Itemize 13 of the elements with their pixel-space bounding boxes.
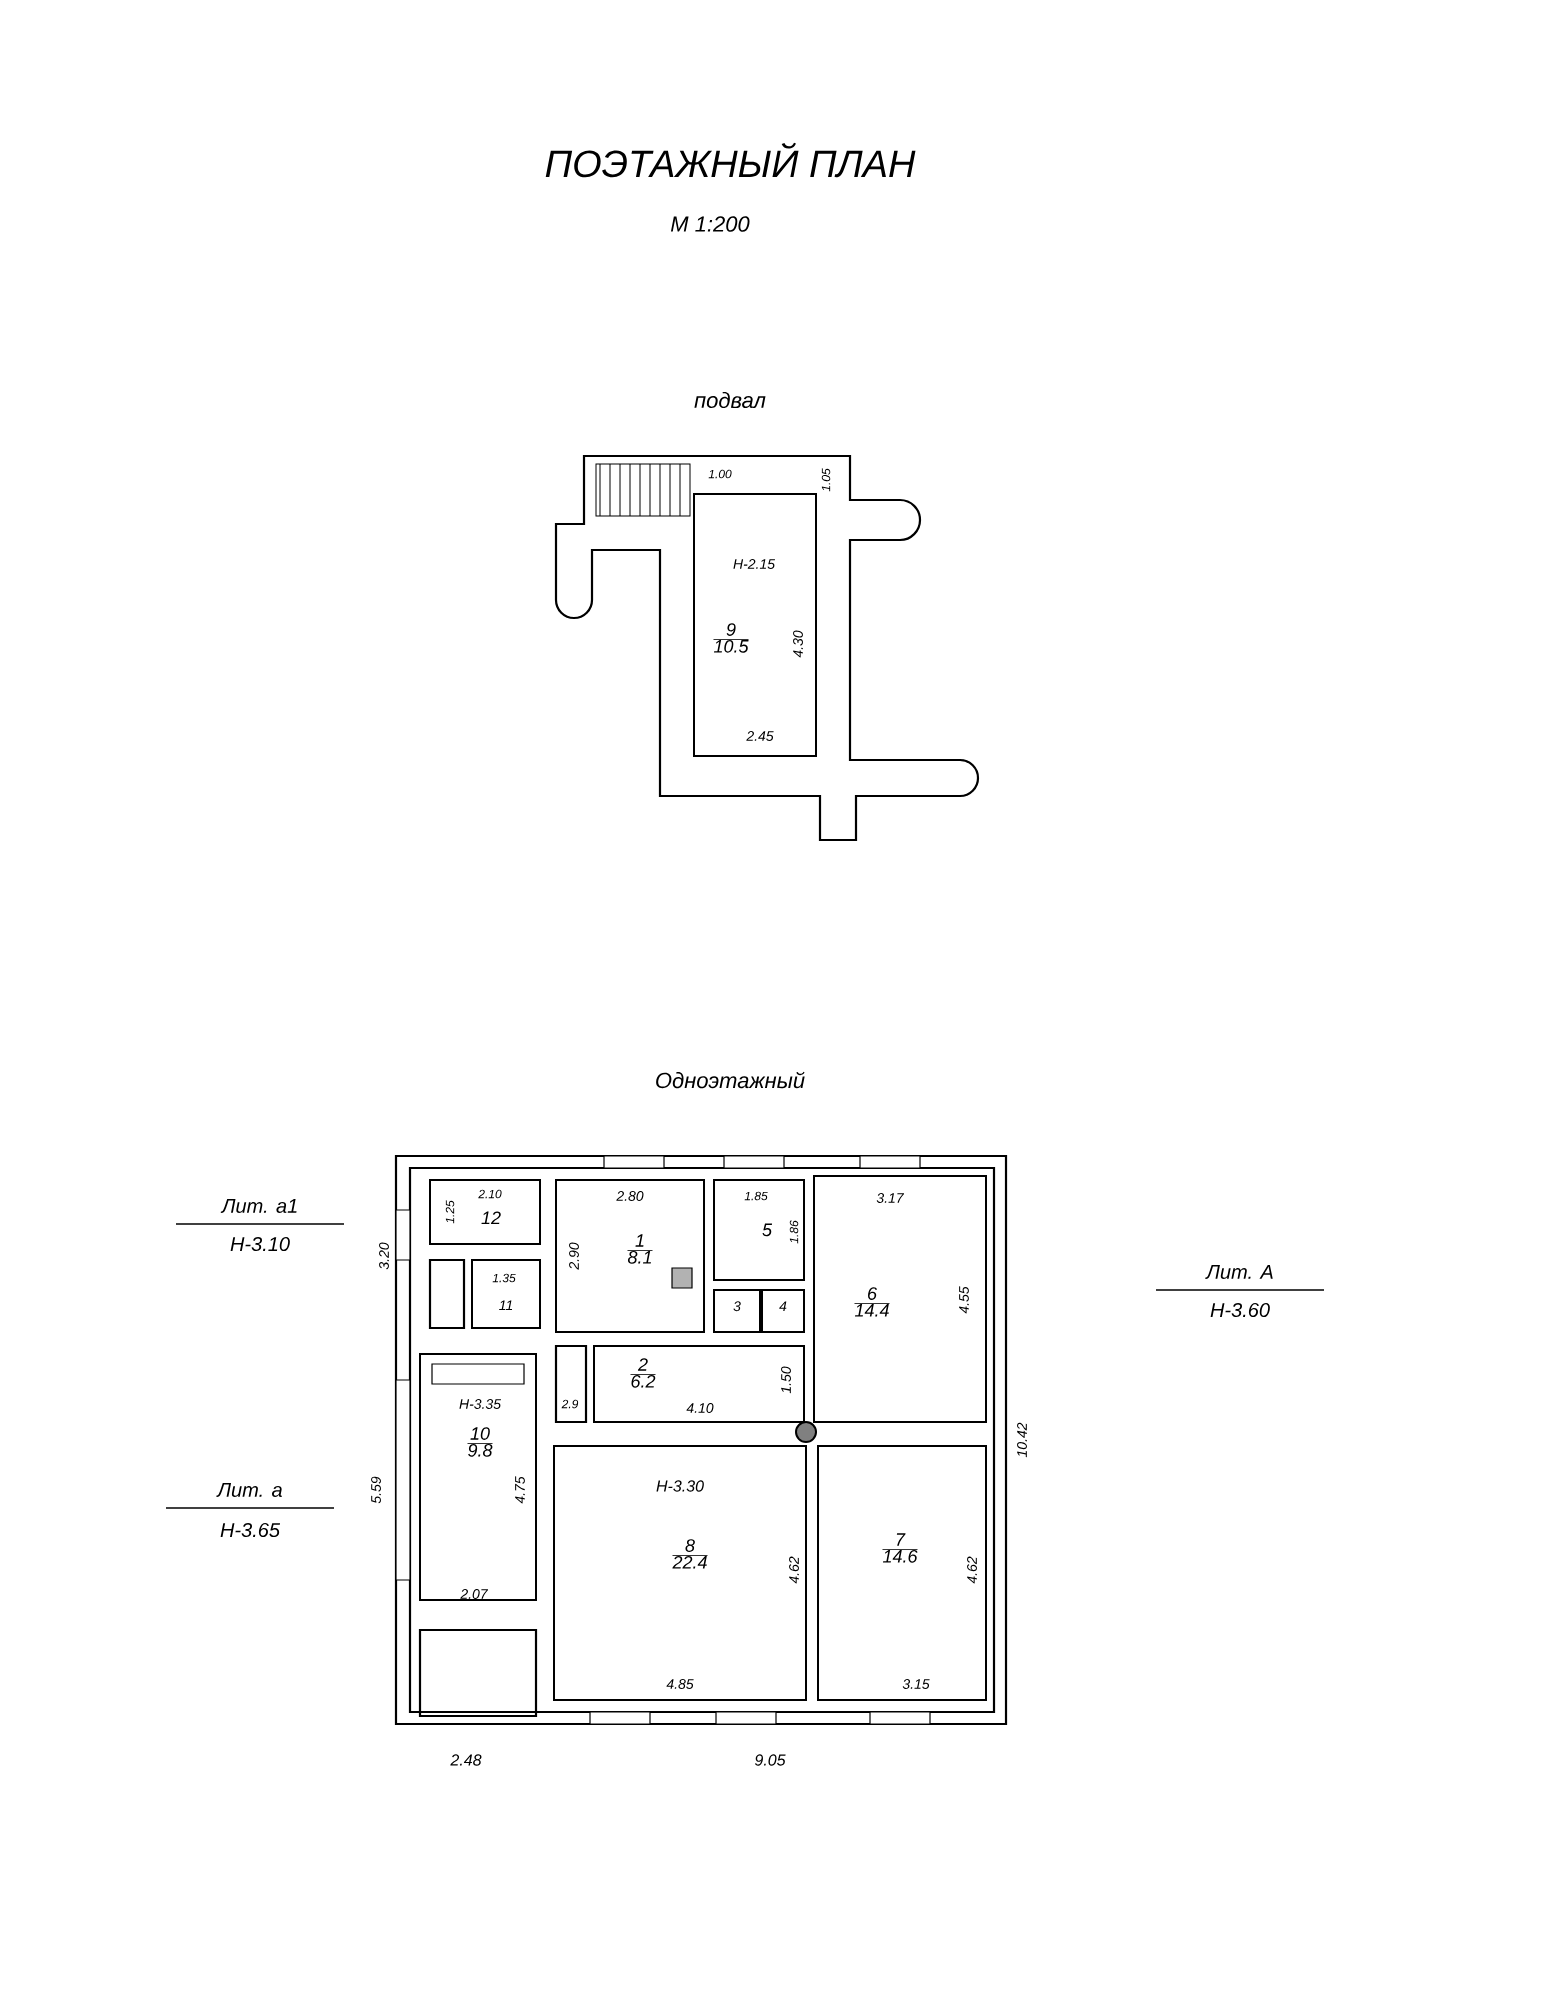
dimension-label: 2.48 (450, 1754, 482, 1766)
plan-label: Н-3.10 (230, 1236, 290, 1252)
plan-label: Лит. а1 (220, 1199, 297, 1213)
plan-label: Н-3.65 (220, 1522, 281, 1538)
plan-label: подвал (694, 391, 766, 409)
plan-label: Н-3.60 (1210, 1302, 1270, 1318)
title: ПОЭТАЖНЫЙ ПЛАН (545, 142, 916, 178)
plan-label: М 1:200 (670, 216, 750, 232)
dimension-label: 9.05 (754, 1754, 786, 1766)
plan-label: Лит. а (216, 1483, 282, 1497)
plan-label: Одноэтажный (656, 1071, 805, 1089)
height-label: Н-3.30 (656, 1480, 704, 1492)
plan-label: Лит. А (1205, 1265, 1273, 1279)
